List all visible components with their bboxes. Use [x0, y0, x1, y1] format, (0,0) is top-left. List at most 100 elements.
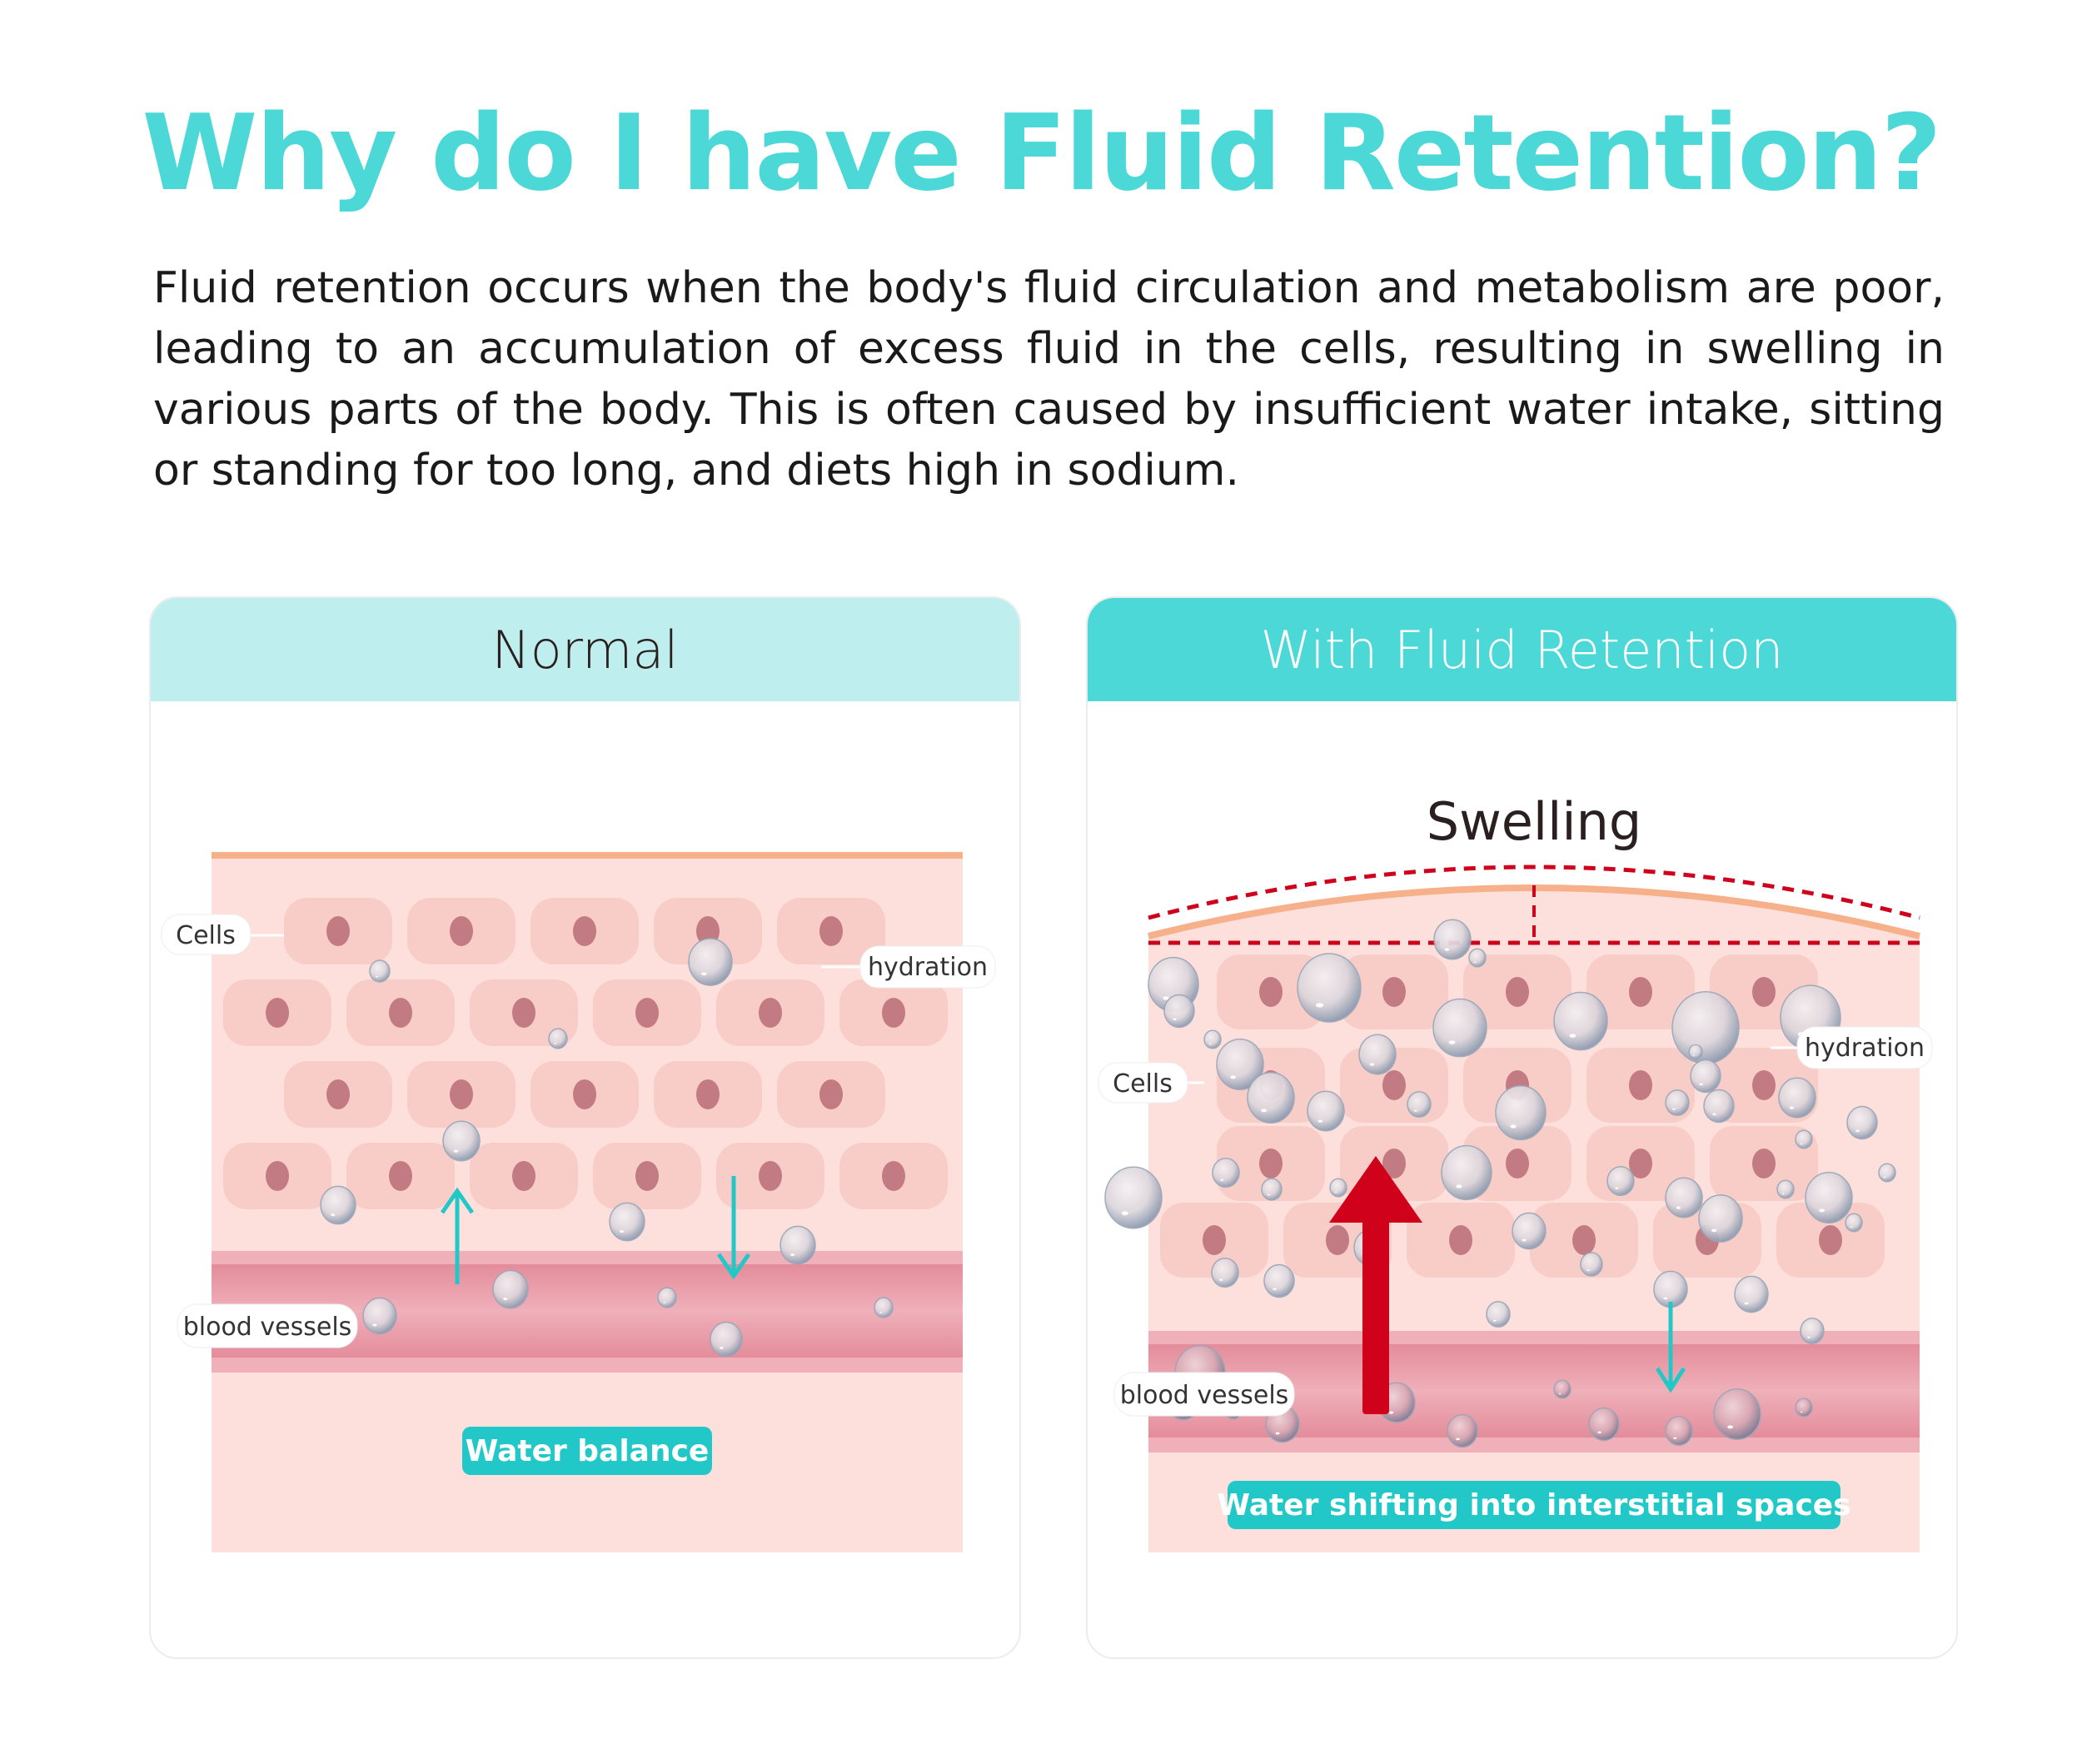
water-droplet	[1261, 1178, 1283, 1201]
water-droplet	[1512, 1212, 1547, 1250]
water-droplet	[1671, 991, 1740, 1064]
water-droplet	[1800, 1318, 1825, 1344]
water-droplet	[1734, 1275, 1769, 1313]
water-droplet	[1247, 1072, 1295, 1124]
cell	[470, 1143, 578, 1209]
blood-vessels-label: blood vessels	[177, 1303, 358, 1348]
page-title: Why do I have Fluid Retention?	[142, 92, 1941, 214]
water-droplet	[1329, 1178, 1347, 1198]
water-shifting-caption: Water shifting into interstitial spaces	[1217, 1481, 1851, 1529]
cell	[1530, 1203, 1638, 1278]
cell	[1407, 1203, 1515, 1278]
cells-label: Cells	[161, 914, 284, 955]
water-droplet	[780, 1225, 816, 1265]
nucleus	[389, 998, 412, 1028]
cell	[777, 898, 885, 964]
arrow-down-icon	[1655, 1302, 1686, 1393]
water-droplet	[1795, 1129, 1813, 1149]
water-droplet	[1553, 1379, 1571, 1399]
panel-retention: With Fluid Retention Swelling	[1086, 596, 1958, 1659]
swelling-heading: Swelling	[1427, 791, 1642, 852]
nucleus	[635, 998, 659, 1028]
svg-text:hydration: hydration	[1805, 1034, 1925, 1063]
intro-paragraph: Fluid retention occurs when the body's f…	[153, 263, 1945, 496]
water-droplet	[1432, 998, 1487, 1058]
nucleus	[1752, 977, 1776, 1007]
water-droplet	[1297, 953, 1362, 1023]
cell	[1217, 1126, 1325, 1201]
cell	[1340, 954, 1448, 1029]
nucleus	[1382, 1149, 1406, 1178]
svg-text:Cells: Cells	[1113, 1069, 1173, 1099]
cell	[839, 1143, 948, 1209]
nucleus	[266, 1161, 289, 1191]
svg-text:hydration: hydration	[868, 953, 988, 982]
water-droplet	[1307, 1090, 1345, 1132]
nucleus	[1259, 1149, 1283, 1178]
water-droplet	[1703, 1089, 1735, 1124]
water-droplet	[1805, 1172, 1853, 1223]
swelling-outline-dashed	[1148, 865, 1920, 920]
nucleus	[635, 1161, 659, 1191]
water-droplet	[710, 1321, 743, 1358]
retention-diagram: Swelling Cells hydration	[1098, 791, 1933, 1552]
svg-text:Cells: Cells	[176, 921, 236, 950]
nucleus	[882, 1161, 905, 1191]
cell	[593, 1143, 701, 1209]
water-droplet	[657, 1287, 677, 1308]
nucleus	[1382, 1070, 1406, 1100]
cell	[530, 1061, 639, 1128]
water-droplet	[1407, 1091, 1432, 1118]
nucleus	[450, 916, 473, 946]
panel-normal: Normal	[149, 596, 1021, 1659]
cell	[284, 898, 392, 964]
water-droplet	[369, 959, 391, 983]
hydration-label: hydration	[1771, 1026, 1933, 1069]
nucleus	[1506, 977, 1529, 1007]
panel-retention-header: With Fluid Retention	[1088, 598, 1956, 701]
nucleus	[1449, 1225, 1472, 1255]
water-droplet	[1688, 1044, 1703, 1060]
nucleus	[1572, 1225, 1596, 1255]
cell	[346, 1143, 455, 1209]
water-droplet	[1553, 991, 1608, 1051]
water-droplet	[1495, 1084, 1547, 1141]
water-droplet	[1665, 1089, 1690, 1116]
water-droplet	[1212, 1157, 1240, 1188]
nucleus	[759, 998, 782, 1028]
nucleus	[1629, 1070, 1652, 1100]
cell-grid	[223, 898, 948, 1209]
arrow-up-icon	[440, 1187, 475, 1284]
nucleus	[573, 1079, 596, 1109]
nucleus	[1752, 1149, 1776, 1178]
water-droplet	[1580, 1252, 1603, 1277]
nucleus	[326, 1079, 350, 1109]
water-droplet	[1665, 1177, 1703, 1218]
nucleus	[759, 1161, 782, 1191]
water-droplet	[1358, 1034, 1397, 1075]
water-droplet	[362, 1297, 397, 1335]
water-droplet	[1778, 1077, 1816, 1119]
water-droplet	[1486, 1301, 1511, 1328]
cell	[346, 979, 455, 1046]
water-droplet	[1468, 948, 1487, 968]
skin-surface-line	[212, 852, 963, 859]
water-droplet	[1104, 1166, 1163, 1229]
cell	[716, 979, 824, 1046]
water-droplets	[1104, 919, 1896, 1448]
normal-diagram: Cells hydration blood vessels Water bala…	[161, 852, 996, 1552]
nucleus	[819, 1079, 843, 1109]
svg-text:Water shifting into interstiti: Water shifting into interstitial spaces	[1217, 1488, 1850, 1522]
water-droplet	[492, 1269, 529, 1309]
nucleus	[819, 916, 843, 946]
water-droplet	[320, 1185, 356, 1225]
nucleus	[389, 1161, 412, 1191]
water-droplet	[1606, 1165, 1635, 1197]
nucleus	[1819, 1225, 1842, 1255]
cell	[839, 979, 948, 1046]
cell	[1217, 954, 1325, 1029]
cell	[1463, 954, 1571, 1029]
water-droplet	[874, 1297, 894, 1318]
nucleus	[450, 1079, 473, 1109]
cell	[777, 1061, 885, 1128]
